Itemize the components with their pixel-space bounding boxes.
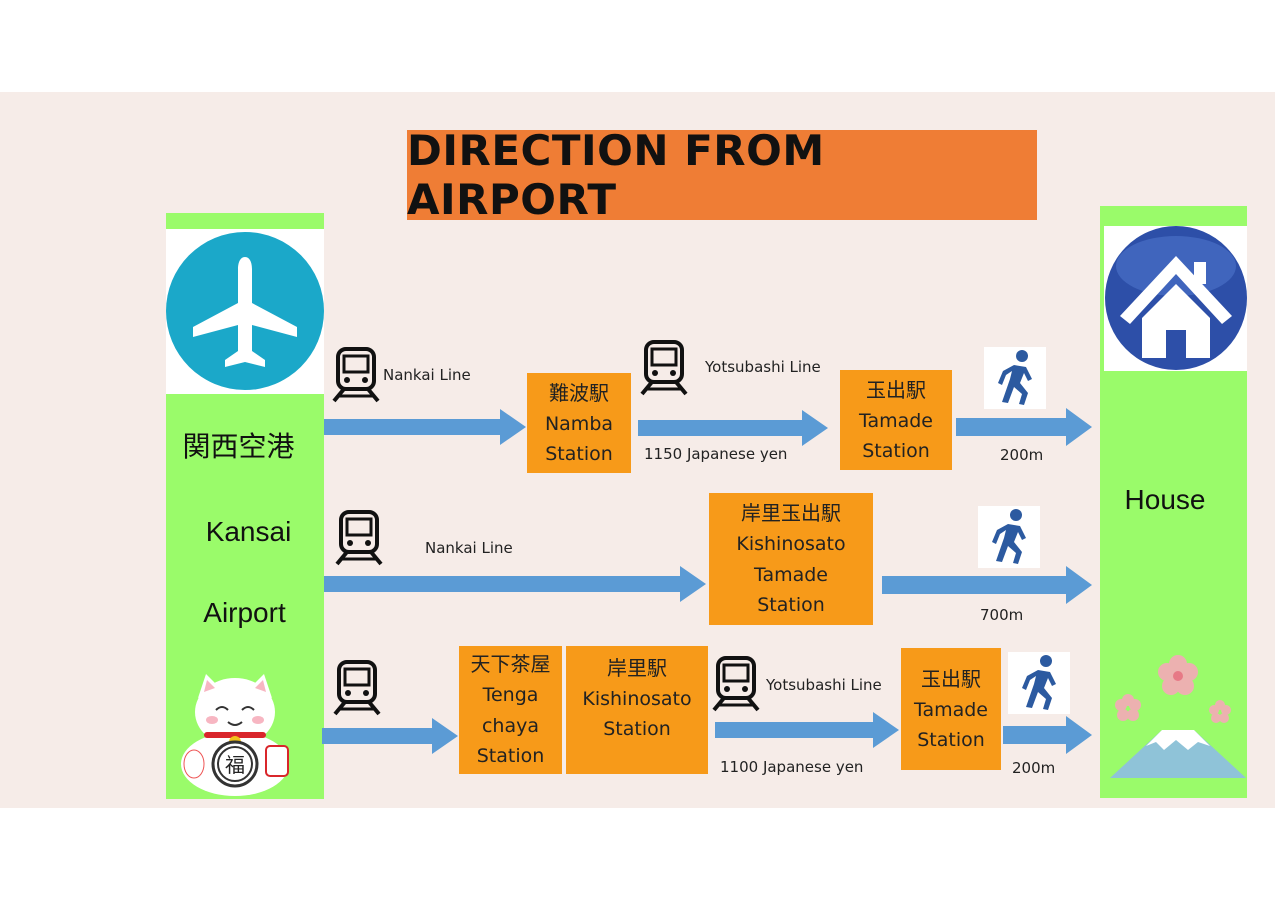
route3-walk-icon <box>1008 652 1070 714</box>
route3-train-icon-2 <box>712 656 760 712</box>
route1-station2-en1: Tamade <box>858 409 933 432</box>
route3-station2-en2: Station <box>603 718 671 741</box>
route3-arrow-2 <box>715 712 899 748</box>
route2-arrow-2 <box>882 566 1092 604</box>
route2-station1-en2: Tamade <box>753 563 828 586</box>
route3-station1-en2: chaya <box>481 714 540 737</box>
airport-label-line1: Kansai <box>205 516 292 547</box>
route3-station2-en1: Kishinosato <box>582 688 692 710</box>
route3-station3-en2: Station <box>917 729 985 751</box>
airplane-icon <box>166 232 324 390</box>
route3-station3-en1: Tamade <box>913 698 988 721</box>
route1-station-tamade: 玉出駅 Tamade Station <box>840 370 952 470</box>
page-title: DIRECTION FROM AIRPORT <box>407 126 825 224</box>
route2-station1-jp: 岸里玉出駅 <box>741 501 841 526</box>
route3-fare-label: 1100 Japanese yen <box>720 758 864 776</box>
route3-station1-jp: 天下茶屋 <box>470 652 551 677</box>
route1-station2-en2: Station <box>862 440 930 462</box>
route1-arrow-2 <box>638 410 828 446</box>
route3-station-tengachaya: 天下茶屋 Tenga chaya Station <box>459 646 562 774</box>
lucky-cat-icon: 福 <box>181 674 289 796</box>
route2-train-icon <box>335 510 383 566</box>
route3-station1-en3: Station <box>476 745 545 768</box>
route2-walk-distance: 700m <box>980 606 1024 624</box>
route3-station-tamade: 玉出駅 Tamade Station <box>901 648 1001 770</box>
route2-station1-en3: Station <box>757 594 825 617</box>
route1-fare-label: 1150 Japanese yen <box>644 445 788 463</box>
house-label: House <box>1124 484 1206 515</box>
route2-station-kishinosato-tamade: 岸里玉出駅 Kishinosato Tamade Station <box>709 493 873 625</box>
route1-train-icon-2 <box>640 340 688 396</box>
mount-fuji-icon <box>1110 730 1246 778</box>
route2-arrow-1 <box>324 566 706 602</box>
route2-walk-icon <box>978 506 1040 568</box>
route3-station-kishinosato: 岸里駅 Kishinosato Station <box>566 646 708 774</box>
route3-arrow-3 <box>1003 716 1092 754</box>
title-banner: DIRECTION FROM AIRPORT <box>407 126 1037 224</box>
route1-line1-label: Nankai Line <box>383 366 471 384</box>
route3-station3-jp: 玉出駅 <box>921 666 981 691</box>
cherry-blossom-icon <box>1115 655 1231 723</box>
route2-line1-label: Nankai Line <box>425 539 513 557</box>
route3-walk-distance: 200m <box>1012 759 1056 777</box>
route3-line2-label: Yotsubashi Line <box>766 676 882 694</box>
route1-arrow-3 <box>956 408 1092 446</box>
route1-walk-icon <box>984 347 1046 409</box>
route1-station1-jp: 難波駅 <box>549 380 609 405</box>
route3-station2-jp: 岸里駅 <box>607 656 667 680</box>
airport-label-line2: Airport <box>203 597 286 628</box>
route1-line2-label: Yotsubashi Line <box>705 358 821 376</box>
route1-station1-en1: Namba <box>544 412 614 435</box>
route1-arrow-1 <box>324 409 526 445</box>
route1-station1-en2: Station <box>545 443 613 465</box>
route3-station1-en1: Tenga <box>482 684 539 707</box>
route1-station-namba: 難波駅 Namba Station <box>527 373 631 473</box>
route1-train-icon-1 <box>332 347 380 403</box>
route1-station2-jp: 玉出駅 <box>866 377 926 402</box>
svg-text:福: 福 <box>225 753 245 777</box>
route3-train-icon-1 <box>333 660 381 716</box>
airport-label-jp: 関西空港 <box>182 431 295 462</box>
house-icon <box>1105 226 1247 370</box>
route3-arrow-1 <box>322 718 458 754</box>
route2-station1-en1: Kishinosato <box>736 533 846 556</box>
route1-walk-distance: 200m <box>1000 446 1044 464</box>
